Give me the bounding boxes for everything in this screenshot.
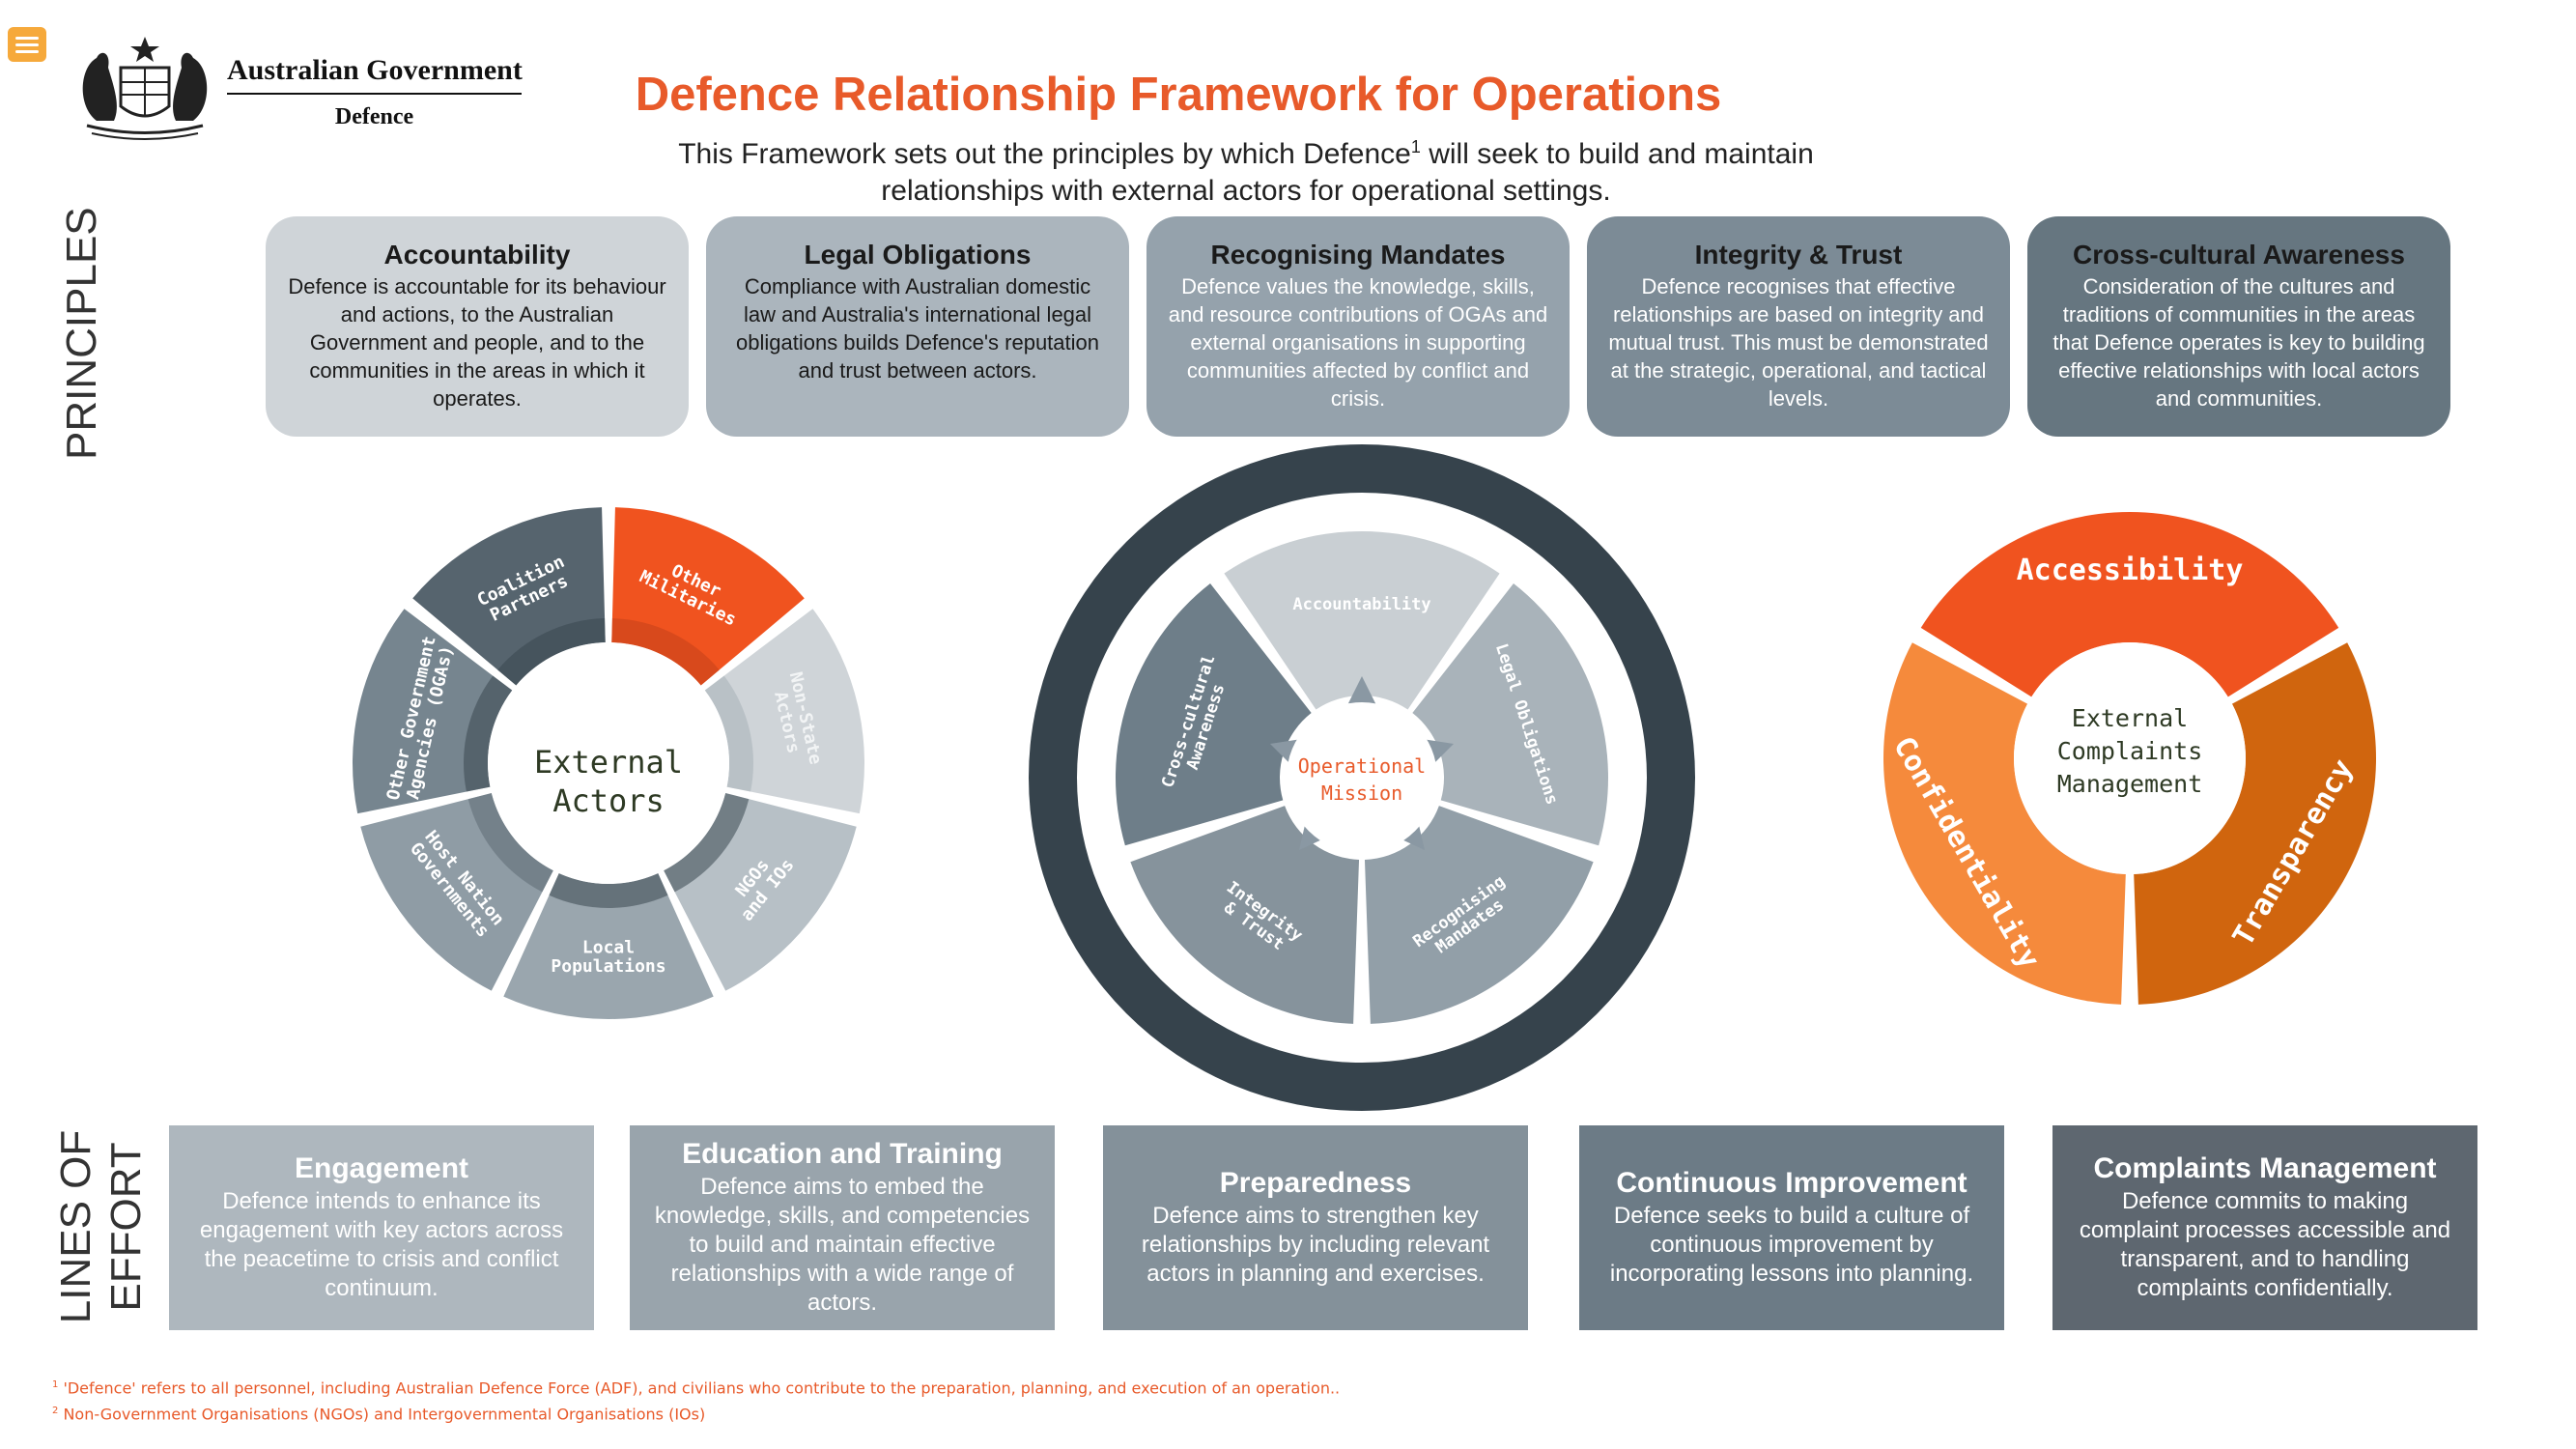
footnote-text: 'Defence' refers to all personnel, inclu… xyxy=(58,1378,1341,1398)
loe-title: Continuous Improvement xyxy=(1616,1167,1967,1199)
loe-title: Complaints Management xyxy=(2093,1152,2437,1184)
principle-title: Accountability xyxy=(383,240,571,270)
external-actor-segment-inner xyxy=(549,873,668,909)
complaints-center-line1: External xyxy=(2072,704,2188,732)
principle-cross-cultural-awareness: Cross-cultural Awareness Consideration o… xyxy=(2027,216,2450,437)
operational-mission-center xyxy=(1287,702,1437,853)
principle-text: Compliance with Australian domestic law … xyxy=(736,274,1099,383)
footnote-1: 1 'Defence' refers to all personnel, inc… xyxy=(52,1374,1340,1400)
coat-of-arms-icon xyxy=(82,37,208,140)
subtitle-part1: This Framework sets out the principles b… xyxy=(678,138,1411,170)
principle-wheel-segment xyxy=(1224,530,1500,710)
footnote-number: 2 xyxy=(52,1406,59,1417)
external-actors-center xyxy=(488,642,729,884)
loe-title: Preparedness xyxy=(1219,1167,1412,1199)
principle-text: Defence is accountable for its behaviour… xyxy=(288,274,666,411)
principle-text: Defence values the knowledge, skills, an… xyxy=(1168,274,1548,411)
australian-government-logo: Australian Government Defence xyxy=(68,29,523,145)
principle-recognising-mandates: Recognising Mandates Defence values the … xyxy=(1146,216,1570,437)
loe-text: Defence commits to making complaint proc… xyxy=(2079,1188,2451,1301)
principle-text: Consideration of the cultures and tradit… xyxy=(2052,274,2425,411)
footnotes: 1 'Defence' refers to all personnel, inc… xyxy=(52,1374,1340,1427)
footnote-text: Non-Government Organisations (NGOs) and … xyxy=(58,1405,706,1424)
complaints-segment-label: Accessibility xyxy=(2017,554,2244,587)
principle-title: Integrity & Trust xyxy=(1694,240,1903,270)
loe-text: Defence seeks to build a culture of cont… xyxy=(1609,1203,1974,1287)
loe-text: Defence intends to enhance its engagemen… xyxy=(199,1188,564,1301)
external-actor-segment xyxy=(503,873,714,1019)
principle-title: Legal Obligations xyxy=(804,240,1032,270)
principle-accountability: Accountability Defence is accountable fo… xyxy=(266,216,689,437)
principle-integrity-trust: Integrity & Trust Defence recognises tha… xyxy=(1587,216,2010,437)
external-actor-segment-inner xyxy=(497,618,606,686)
complaints-segment xyxy=(1882,642,2126,1005)
loe-text: Defence aims to strengthen key relations… xyxy=(1141,1203,1490,1287)
external-actor-segment-inner xyxy=(463,675,513,792)
loe-title: Education and Training xyxy=(682,1138,1003,1170)
loe-text: Defence aims to embed the knowledge, ski… xyxy=(654,1174,1031,1316)
government-name: Australian Government xyxy=(227,54,523,86)
subtitle-footnote-marker: 1 xyxy=(1410,137,1421,156)
external-actor-segment-inner xyxy=(704,675,754,792)
complaints-segment xyxy=(2134,642,2376,1005)
subtitle-part2: will seek to build and maintain relation… xyxy=(881,138,1814,207)
loe-preparedness: Preparedness Defence aims to strengthen … xyxy=(1103,1125,1528,1330)
loe-education-training: Education and Training Defence aims to e… xyxy=(630,1125,1055,1330)
complaints-center-line2: Complaints xyxy=(2057,737,2203,765)
complaints-center xyxy=(2014,642,2246,874)
principle-title: Cross-cultural Awareness xyxy=(2073,240,2405,270)
complaints-segment xyxy=(1920,511,2339,697)
principle-wheel-segment xyxy=(1130,806,1360,1024)
logo-divider xyxy=(227,93,522,95)
principle-legal-obligations: Legal Obligations Compliance with Austra… xyxy=(706,216,1129,437)
comment-icon[interactable] xyxy=(8,27,46,62)
external-actor-segment-inner xyxy=(611,618,720,686)
principle-text: Defence recognises that effective relati… xyxy=(1608,274,1989,411)
external-actor-segment-inner xyxy=(664,792,750,893)
loe-title: Engagement xyxy=(294,1152,469,1184)
department-name: Defence xyxy=(334,104,414,129)
principle-wheel-label: Accountability xyxy=(1292,595,1430,614)
external-actors-title-line1: External xyxy=(534,744,683,781)
principle-wheel-segment xyxy=(1412,583,1608,846)
loe-complaints-management: Complaints Management Defence commits to… xyxy=(2052,1125,2477,1330)
operational-mission-line2: Mission xyxy=(1321,781,1402,805)
external-actors-title-line2: Actors xyxy=(552,782,665,819)
page-title: Defence Relationship Framework for Opera… xyxy=(635,69,1722,121)
external-actor-segment-inner xyxy=(467,792,553,893)
principle-wheel-segment xyxy=(1116,583,1312,846)
loe-engagement: Engagement Defence intends to enhance it… xyxy=(169,1125,594,1330)
footnote-number: 1 xyxy=(52,1379,59,1390)
page-subtitle: This Framework sets out the principles b… xyxy=(599,128,1893,210)
complaints-center-line3: Management xyxy=(2057,770,2203,798)
principle-wheel-segment xyxy=(1364,806,1594,1024)
principle-title: Recognising Mandates xyxy=(1210,240,1506,270)
footnote-2: 2 Non-Government Organisations (NGOs) an… xyxy=(52,1400,1340,1426)
loe-continuous-improvement: Continuous Improvement Defence seeks to … xyxy=(1579,1125,2004,1330)
operational-mission-line1: Operational xyxy=(1298,754,1426,778)
